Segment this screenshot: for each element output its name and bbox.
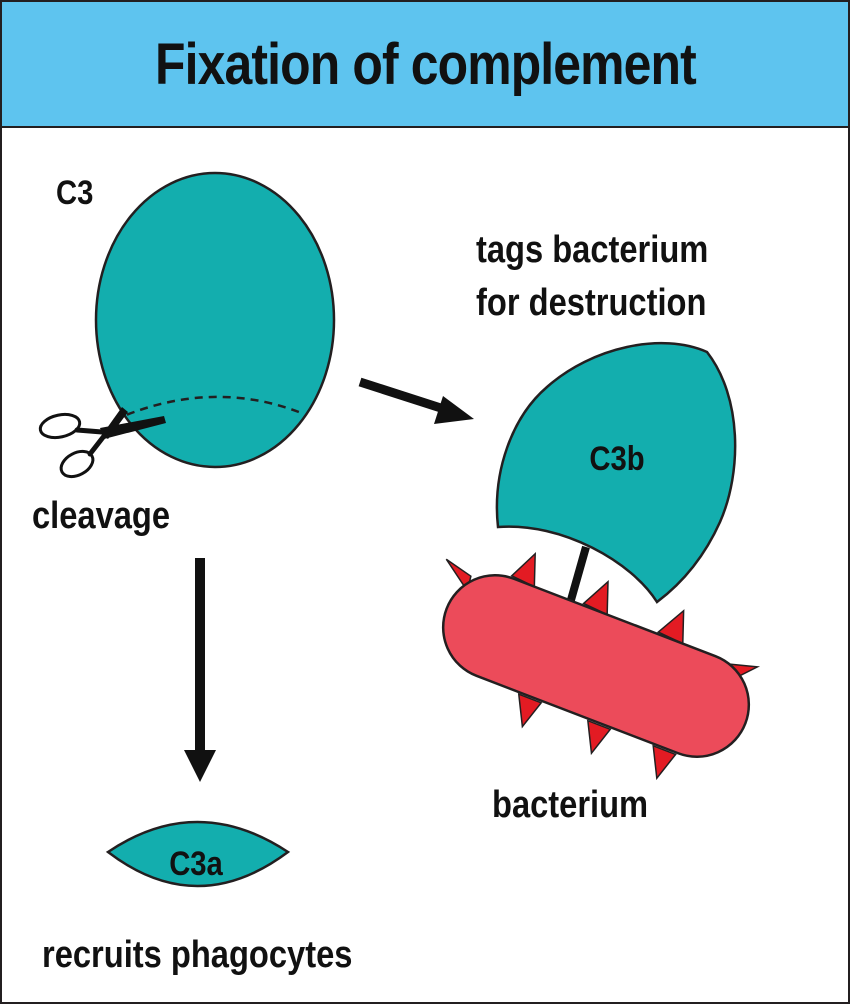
tags-label-line2: for destruction (476, 281, 706, 324)
spike (586, 719, 612, 756)
spike (517, 693, 543, 729)
arrow-down-icon (184, 558, 216, 782)
c3b-linker (565, 545, 590, 609)
c3a-fragment (105, 820, 291, 888)
c3a-label: C3a (169, 844, 223, 883)
bacterium-label: bacterium (492, 783, 648, 826)
title-banner: Fixation of complement (2, 2, 848, 128)
tags-label-line1: tags bacterium (476, 228, 708, 271)
cleavage-label: cleavage (32, 494, 170, 537)
c3-protein (94, 171, 336, 469)
bacterium-body (441, 574, 751, 758)
c3b-label: C3b (589, 439, 644, 478)
recruits-label: recruits phagocytes (42, 933, 352, 976)
arrow-right-icon (358, 377, 474, 424)
spike (652, 744, 677, 781)
bacterium (441, 551, 761, 781)
cleavage-line (113, 395, 305, 422)
page-title: Fixation of complement (154, 31, 697, 97)
scissors-icon (38, 407, 166, 479)
c3-label: C3 (56, 173, 93, 212)
c3b-protein (495, 341, 737, 604)
